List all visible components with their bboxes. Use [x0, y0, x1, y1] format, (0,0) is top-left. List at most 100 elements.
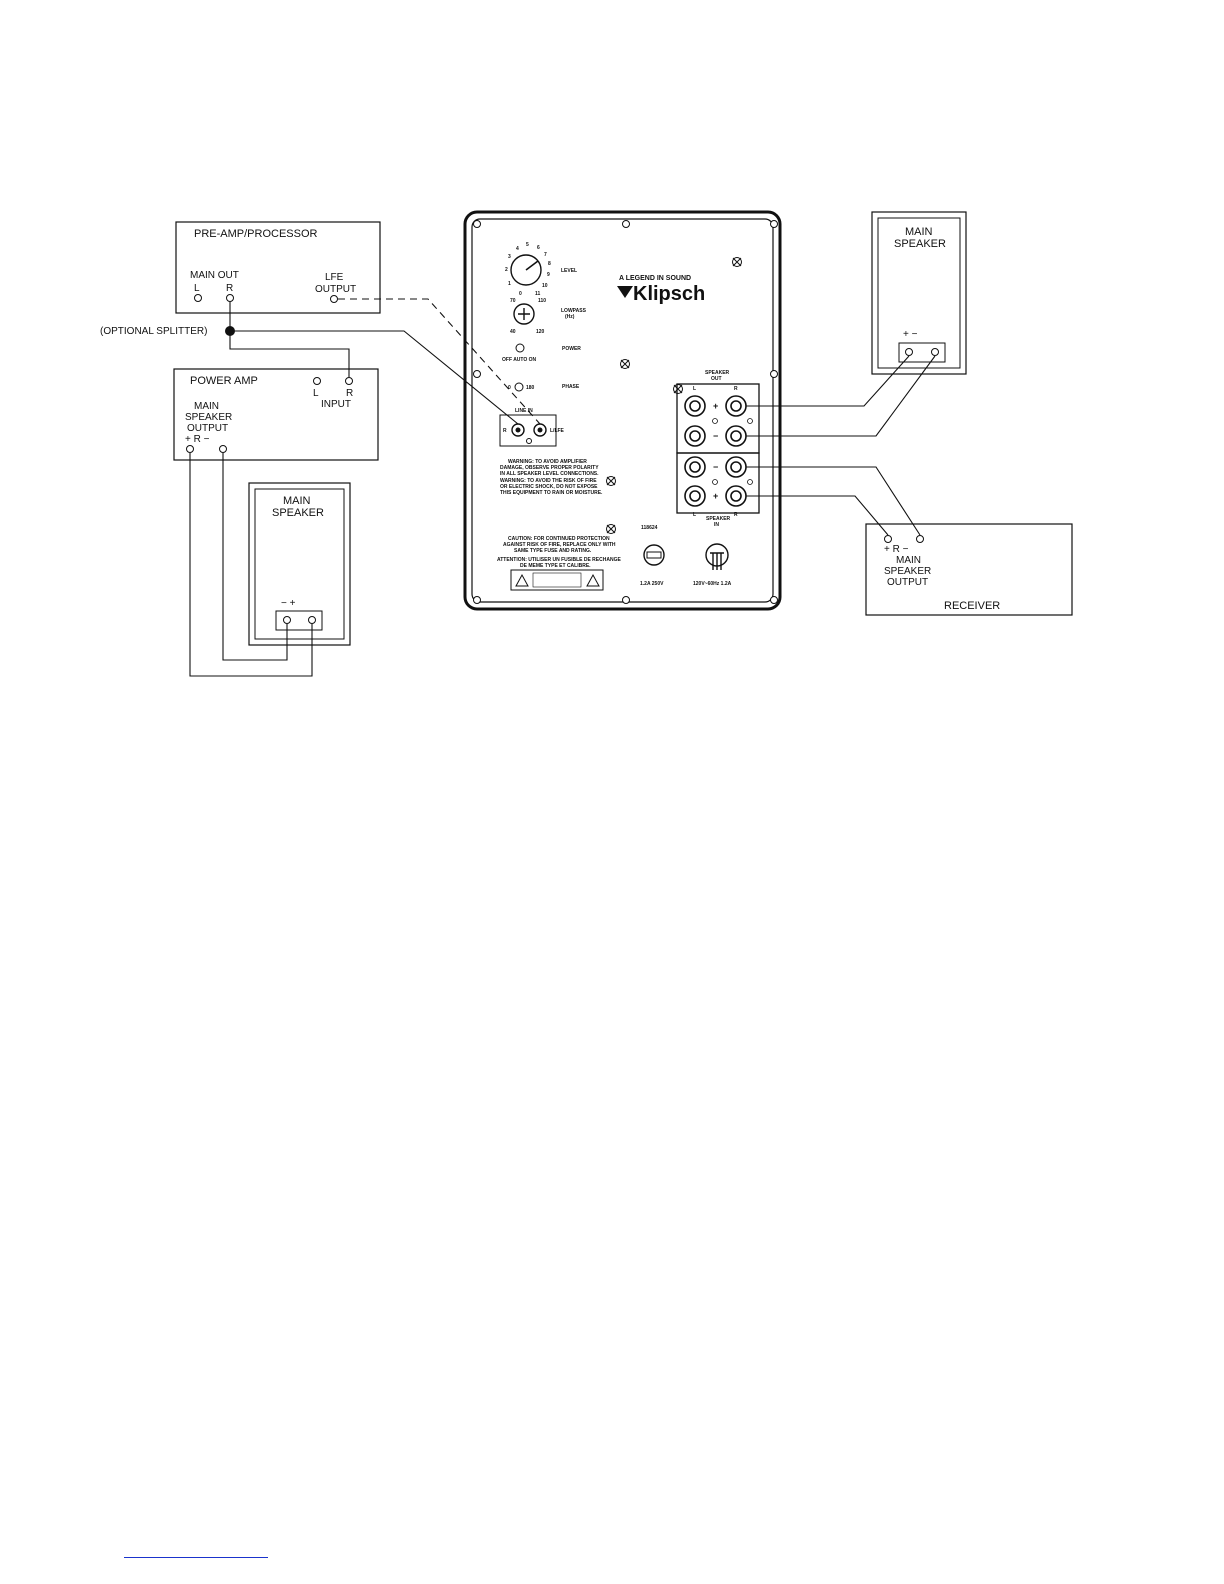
svg-text:5: 5 — [526, 242, 529, 248]
svg-text:11: 11 — [535, 291, 541, 297]
wire-receiver-plus — [746, 495, 889, 536]
svg-text:+: + — [713, 401, 718, 411]
speaker-right-polarity: + − — [903, 329, 918, 340]
lowpass-120: 120 — [536, 329, 545, 335]
svg-text:OR ELECTRIC SHOCK, DO NOT EXPO: OR ELECTRIC SHOCK, DO NOT EXPOSE — [500, 484, 598, 490]
power-amp-out-line3: OUTPUT — [187, 423, 228, 434]
speaker-in-label-1: SPEAKER — [706, 516, 731, 522]
panel-logo: Klipsch — [633, 283, 705, 305]
speaker-left-polarity: − + — [281, 598, 296, 609]
speaker-left-plus-terminal — [308, 616, 316, 624]
svg-text:2: 2 — [505, 267, 508, 273]
svg-text:+: + — [713, 491, 718, 501]
svg-text:3: 3 — [508, 254, 511, 260]
svg-text:R: R — [734, 386, 738, 392]
svg-text:7: 7 — [544, 252, 547, 258]
part-number: 118624 — [641, 525, 658, 531]
subwoofer-rear-panel: A LEGEND IN SOUND Klipsch 0 1 2 3 4 5 6 … — [463, 210, 782, 611]
svg-text:CAUTION: FOR CONTINUED PROTECT: CAUTION: FOR CONTINUED PROTECTION — [508, 536, 610, 542]
lowpass-unit: (Hz) — [565, 314, 575, 320]
power-amp-input-label: INPUT — [321, 399, 351, 410]
svg-text:DAMAGE, OBSERVE PROPER POLARIT: DAMAGE, OBSERVE PROPER POLARITY — [500, 465, 599, 471]
power-amp-out-minus-jack — [219, 445, 227, 453]
binding-posts — [684, 395, 747, 507]
receiver-box: + R − MAIN SPEAKER OUTPUT RECEIVER — [865, 523, 1073, 616]
warning-label-box — [510, 569, 604, 591]
power-amp-r-label: R — [346, 388, 353, 399]
power-switch — [515, 343, 525, 353]
speaker-right-line2: SPEAKER — [894, 238, 946, 250]
footer-divider — [124, 1557, 268, 1558]
receiver-minus-jack — [916, 535, 924, 543]
power-amp-l-label: L — [313, 388, 319, 399]
wire-power-amp-minus-to-speaker — [222, 453, 288, 661]
lowpass-70: 70 — [510, 298, 516, 304]
wire-speaker-out-plus — [746, 355, 910, 407]
lowpass-40: 40 — [510, 329, 516, 335]
preamp-main-out-label: MAIN OUT — [190, 270, 239, 281]
mains-rating: 120V~60Hz 1.2A — [693, 581, 732, 587]
power-amp-input-r-jack — [345, 377, 353, 385]
svg-text:THIS EQUIPMENT TO RAIN OR MOIS: THIS EQUIPMENT TO RAIN OR MOISTURE. — [500, 490, 603, 496]
line-in-llfe-label: L/LFE — [550, 428, 565, 434]
power-label: POWER — [562, 346, 581, 352]
phase-label: PHASE — [562, 384, 580, 390]
wire-lfe-to-line-in — [338, 298, 541, 425]
svg-text:1: 1 — [508, 281, 511, 287]
receiver-polarity: + R − — [884, 544, 909, 555]
line-in-r-label: R — [503, 428, 507, 434]
svg-text:4: 4 — [516, 246, 519, 252]
wire-splitter-to-line-in — [234, 330, 519, 425]
main-speaker-right: MAIN SPEAKER + − — [871, 211, 967, 375]
fuse-rating: 1.2A 250V — [640, 581, 664, 587]
power-amp-out-line2: SPEAKER — [185, 412, 232, 423]
preamp-lfe-label: LFE — [325, 272, 344, 283]
power-amp-out-line1: MAIN — [194, 401, 219, 412]
svg-text:6: 6 — [537, 245, 540, 251]
level-scale: 0 1 2 3 4 5 6 7 8 9 10 11 — [505, 242, 551, 297]
receiver-out-line2: SPEAKER — [884, 566, 931, 577]
svg-text:R: R — [734, 512, 738, 518]
wire-power-amp-plus-to-speaker — [189, 453, 313, 677]
preamp-title: PRE-AMP/PROCESSOR — [194, 228, 318, 240]
panel-tagline: A LEGEND IN SOUND — [619, 275, 691, 282]
speaker-out-label-1: SPEAKER — [705, 370, 730, 376]
preamp-r-jack — [226, 294, 234, 302]
speaker-right-minus-terminal — [931, 348, 939, 356]
wiring — [189, 298, 936, 677]
fuse-holder — [643, 544, 665, 566]
wire-receiver-minus — [746, 466, 921, 536]
power-amp-title: POWER AMP — [190, 375, 258, 387]
wire-splitter-to-power-amp — [229, 302, 350, 377]
power-cord-icon — [705, 543, 729, 570]
svg-text:L: L — [693, 512, 696, 518]
phase-switch — [514, 382, 524, 392]
lowpass-label: LOWPASS — [561, 308, 587, 314]
svg-text:WARNING: TO AVOID THE RISK OF: WARNING: TO AVOID THE RISK OF FIRE — [500, 478, 597, 484]
receiver-out-line3: OUTPUT — [887, 577, 928, 588]
speaker-in-label-2: IN — [714, 522, 719, 528]
speaker-left-line1: MAIN — [283, 495, 311, 507]
svg-text:AGAINST RISK OF FIRE, REPLACE: AGAINST RISK OF FIRE, REPLACE ONLY WITH — [503, 542, 616, 548]
svg-text:IN ALL SPEAKER LEVEL CONNECTIO: IN ALL SPEAKER LEVEL CONNECTIONS. — [500, 471, 599, 477]
line-in-label: LINE IN — [515, 408, 533, 414]
optional-splitter-label: (OPTIONAL SPLITTER) — [100, 326, 207, 337]
main-speaker-left: MAIN SPEAKER − + — [248, 482, 351, 646]
klipsch-logo-icon — [617, 286, 633, 298]
preamp-l-jack — [194, 294, 202, 302]
warning-text: WARNING: TO AVOID AMPLIFIER DAMAGE, OBSE… — [500, 459, 603, 496]
lowpass-110: 110 — [538, 298, 546, 304]
receiver-plus-jack — [884, 535, 892, 543]
wire-speaker-out-minus — [746, 355, 936, 437]
svg-text:SAME TYPE FUSE AND RATING.: SAME TYPE FUSE AND RATING. — [514, 548, 592, 554]
panel-fasteners — [606, 257, 742, 534]
svg-text:8: 8 — [548, 261, 551, 267]
speaker-out-label-2: OUT — [711, 376, 722, 382]
speaker-in-block — [676, 452, 760, 514]
svg-text:−: − — [713, 462, 718, 472]
phase-180: 180 — [526, 385, 535, 391]
power-amp-out-plus-jack — [186, 445, 194, 453]
receiver-title: RECEIVER — [944, 600, 1000, 612]
power-amp-out-polarity: + R − — [185, 434, 210, 445]
